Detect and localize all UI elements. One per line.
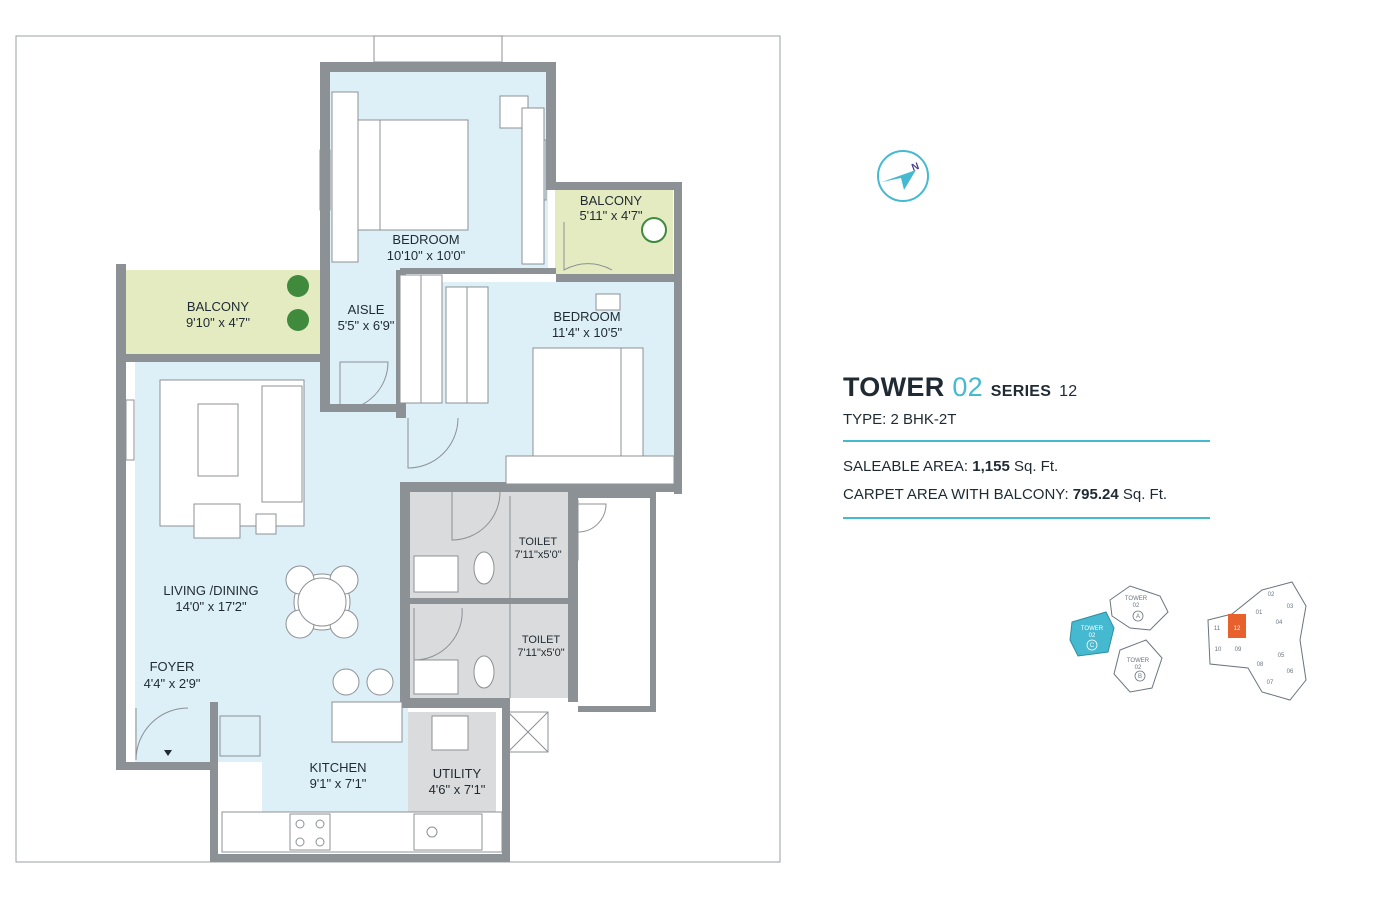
toilet2-name: TOILET xyxy=(522,634,561,646)
balcony1-size: 5'11" x 4'7" xyxy=(579,208,642,223)
living-furniture xyxy=(159,379,403,743)
plant-icon xyxy=(641,217,667,243)
aisle-size: 5'5" x 6'9" xyxy=(338,318,395,333)
tower-c-tag: C xyxy=(1090,643,1095,649)
toilet1-name: TOILET xyxy=(519,536,558,548)
balcony1-name: BALCONY xyxy=(580,193,642,208)
kitchen-size: 9'1" x 7'1" xyxy=(310,776,367,791)
bedroom2-size: 11'4" x 10'5" xyxy=(552,325,623,340)
toilet-fixtures xyxy=(413,496,511,751)
plant-icons xyxy=(287,217,667,331)
unit-08: 08 xyxy=(1257,662,1264,668)
balcony2-name: BALCONY xyxy=(187,299,249,314)
tower-a-tag: A xyxy=(1136,614,1140,620)
foyer-size: 4'4" x 2'9" xyxy=(144,676,201,691)
carpet-area: CARPET AREA WITH BALCONY: 795.24 Sq. Ft. xyxy=(843,481,1213,509)
series-number: 12 xyxy=(1059,383,1078,400)
bedroom2-name: BEDROOM xyxy=(553,309,620,324)
area-block: SALEABLE AREA: 1,155 Sq. Ft. CARPET AREA… xyxy=(843,442,1213,517)
tower-c-line1: TOWER xyxy=(1081,626,1104,632)
unit-09: 09 xyxy=(1235,647,1242,653)
unit-01: 01 xyxy=(1256,610,1263,616)
tower-b-line1: TOWER xyxy=(1127,658,1150,664)
bedroom1-name: BEDROOM xyxy=(392,232,459,247)
doors xyxy=(135,222,613,761)
living-size: 14'0" x 17'2" xyxy=(175,599,247,614)
unit-02: 02 xyxy=(1268,592,1275,598)
toilet2-size: 7'11"x5'0" xyxy=(517,647,564,659)
key-plan-towers: TOWER 02 A TOWER 02 B TOWER 02 C xyxy=(1069,585,1169,693)
series-word: SERIES xyxy=(990,383,1052,400)
unit-06: 06 xyxy=(1287,669,1294,675)
carpet-value: 795.24 xyxy=(1072,486,1119,503)
carpet-label: CARPET AREA WITH BALCONY: xyxy=(843,486,1069,503)
unit-07: 07 xyxy=(1267,680,1274,686)
utility-size: 4'6" x 7'1" xyxy=(429,782,486,797)
unit-03: 03 xyxy=(1287,604,1294,610)
plant-icon xyxy=(287,309,309,331)
utility-name: UTILITY xyxy=(433,766,482,781)
kitchen-furniture xyxy=(221,811,503,853)
tower-number: 02 xyxy=(952,372,983,402)
svg-text:N: N xyxy=(910,161,921,174)
unit-11: 11 xyxy=(1214,626,1221,632)
aisle-name: AISLE xyxy=(348,302,385,317)
balcony2-size: 9'10" x 4'7" xyxy=(186,315,250,330)
saleable-area: SALEABLE AREA: 1,155 Sq. Ft. xyxy=(843,453,1213,481)
plant-icon xyxy=(287,275,309,297)
room-labels: BEDROOM 10'10" x 10'0" BALCONY 5'11" x 4… xyxy=(144,193,643,797)
carpet-unit: Sq. Ft. xyxy=(1122,486,1168,503)
aisle-wardrobes xyxy=(399,274,489,404)
tower-title: TOWER 02 SERIES 12 xyxy=(843,370,1213,409)
key-plan-units: 02 03 01 11 12 04 10 09 05 08 06 07 xyxy=(1207,581,1307,701)
unit-04: 04 xyxy=(1276,620,1283,626)
tower-a-line1: TOWER xyxy=(1125,596,1148,602)
tower-b-line2: 02 xyxy=(1135,665,1142,671)
north-compass-icon: N xyxy=(877,150,929,202)
bedroom1-furniture xyxy=(331,91,545,265)
walls xyxy=(116,62,682,862)
bedroom2-furniture xyxy=(505,293,675,485)
divider-bottom xyxy=(843,517,1210,519)
tower-b-tag: B xyxy=(1138,674,1142,680)
tower-word: TOWER xyxy=(843,372,945,402)
unit-info-panel: TOWER 02 SERIES 12 TYPE: 2 BHK-2T SALEAB… xyxy=(843,370,1213,519)
tower-c-line2: 02 xyxy=(1089,633,1096,639)
unit-05: 05 xyxy=(1278,653,1285,659)
kitchen-name: KITCHEN xyxy=(309,760,366,775)
unit-10: 10 xyxy=(1215,647,1222,653)
living-fill-2 xyxy=(320,410,465,490)
saleable-label: SALEABLE AREA: xyxy=(843,458,969,475)
saleable-unit: Sq. Ft. xyxy=(1013,458,1059,475)
unit-type: TYPE: 2 BHK-2T xyxy=(843,411,957,428)
tower-a-line2: 02 xyxy=(1133,603,1140,609)
toilet1-size: 7'11"x5'0" xyxy=(514,549,561,561)
bedroom1-size: 10'10" x 10'0" xyxy=(387,248,466,263)
living-name: LIVING /DINING xyxy=(163,583,258,598)
foyer-name: FOYER xyxy=(150,659,195,674)
saleable-value: 1,155 xyxy=(972,458,1010,475)
unit-12: 12 xyxy=(1234,626,1241,632)
divider-top xyxy=(843,440,1210,442)
